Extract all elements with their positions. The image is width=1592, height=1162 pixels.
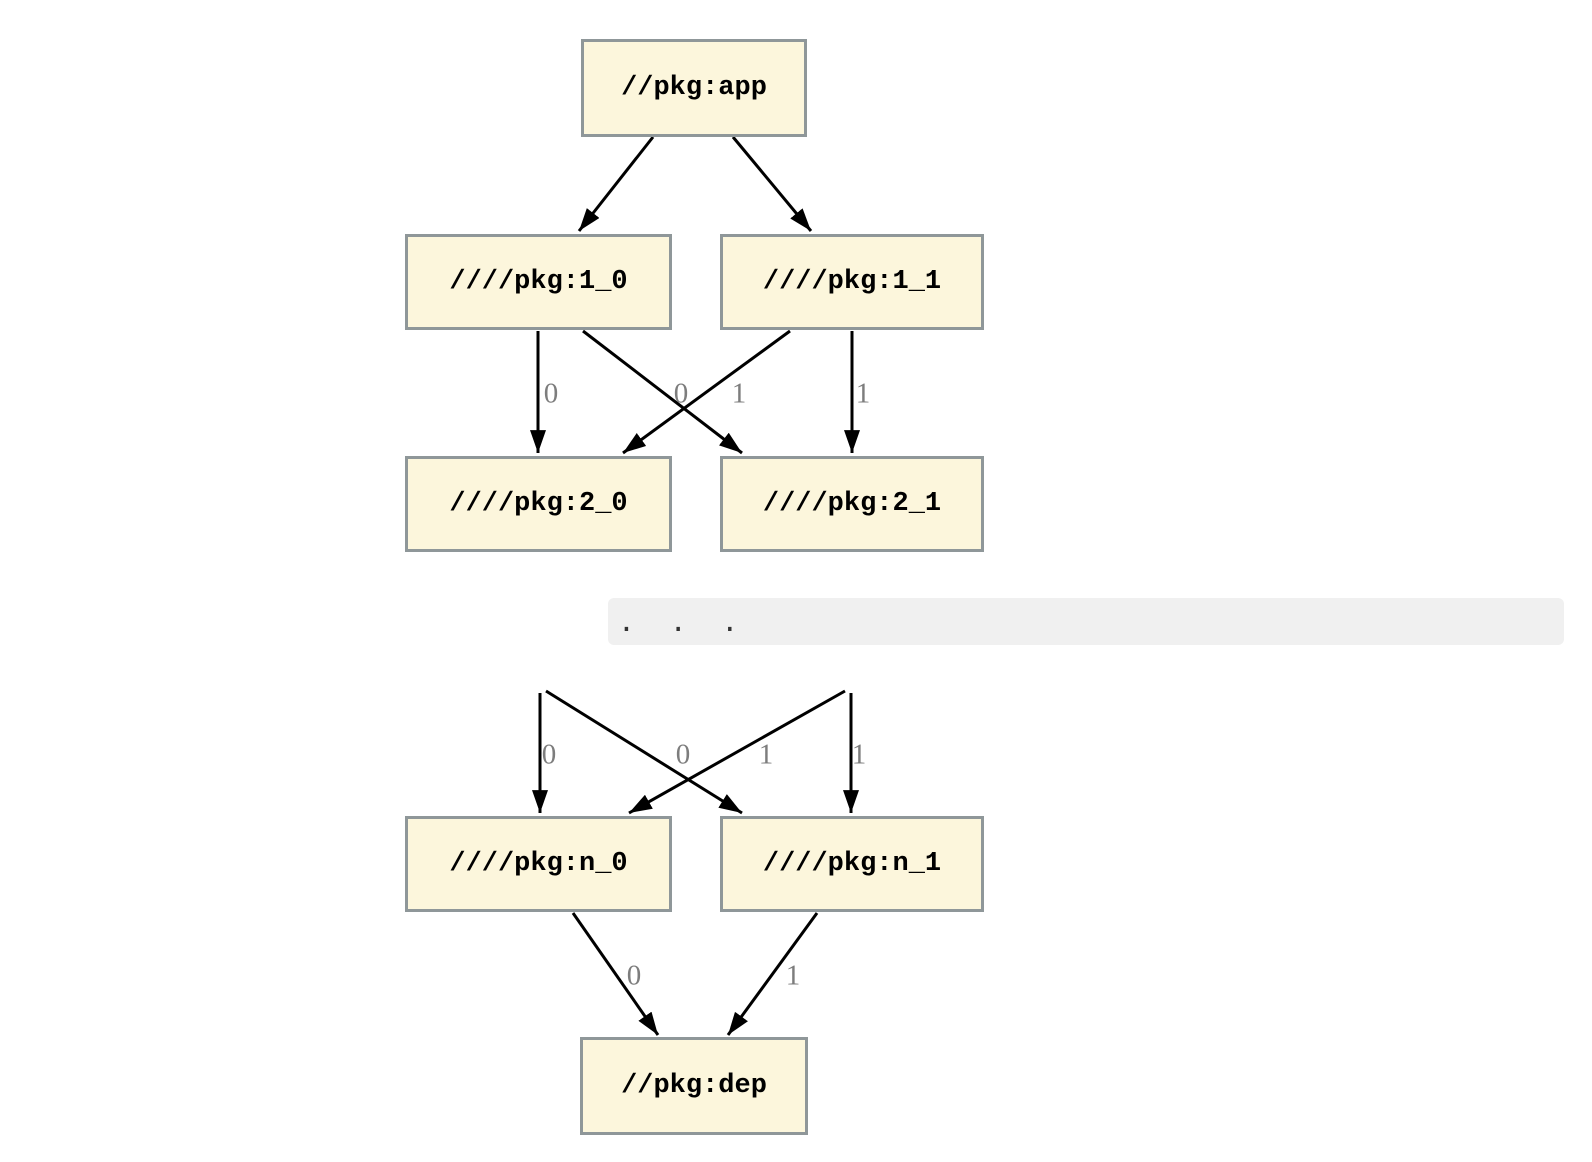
edge-ellipsis-to-n_1-left — [545, 689, 743, 815]
edge-label-ellipsis-to-n_0-right: 0 — [675, 738, 691, 771]
node-pkg-n_1: ////pkg:n_1 — [720, 816, 984, 912]
node-pkg-2_1: ////pkg:2_1 — [720, 456, 984, 552]
node-app: //pkg:app — [581, 39, 807, 137]
ellipsis-band: . . . — [608, 598, 1564, 645]
node-dep-label: //pkg:dep — [621, 1071, 767, 1101]
edge-1_1-to-2_0 — [622, 329, 791, 455]
node-pkg-1_1: ////pkg:1_1 — [720, 234, 984, 330]
edge-n_0-to-dep — [571, 912, 660, 1036]
edge-label-ellipsis-to-n_1-left: 1 — [758, 738, 774, 771]
edge-label-ellipsis-to-n_0-left: 0 — [541, 738, 557, 771]
edge-label-1_0-to-2_0: 0 — [543, 377, 559, 410]
edge-label-1_1-to-2_1: 1 — [855, 377, 871, 410]
node-app-label: //pkg:app — [621, 73, 767, 103]
node-pkg-1_1-label: ////pkg:1_1 — [762, 267, 942, 297]
node-pkg-1_0: ////pkg:1_0 — [405, 234, 672, 330]
node-pkg-n_0: ////pkg:n_0 — [405, 816, 672, 912]
edge-label-1_0-to-2_1: 1 — [731, 377, 747, 410]
node-pkg-2_0: ////pkg:2_0 — [405, 456, 672, 552]
edge-1_0-to-2_1 — [582, 329, 743, 455]
edge-n_1-to-dep — [726, 912, 819, 1036]
node-pkg-n_1-label: ////pkg:n_1 — [762, 849, 942, 879]
edge-label-n_0-to-dep: 0 — [626, 959, 642, 992]
edge-label-ellipsis-to-n_1-right: 1 — [851, 738, 867, 771]
ellipsis-dots: . . . — [618, 605, 739, 638]
node-pkg-n_0-label: ////pkg:n_0 — [449, 849, 628, 879]
edge-app-to-1_1 — [731, 136, 813, 232]
node-pkg-1_0-label: ////pkg:1_0 — [449, 267, 628, 297]
edge-app-to-1_0 — [577, 136, 655, 232]
node-pkg-2_0-label: ////pkg:2_0 — [449, 489, 628, 519]
edge-ellipsis-to-n_0-right — [628, 689, 846, 815]
node-pkg-2_1-label: ////pkg:2_1 — [762, 489, 942, 519]
edge-label-1_1-to-2_0: 0 — [673, 377, 689, 410]
node-dep: //pkg:dep — [580, 1037, 808, 1135]
edge-label-n_1-to-dep: 1 — [785, 959, 801, 992]
